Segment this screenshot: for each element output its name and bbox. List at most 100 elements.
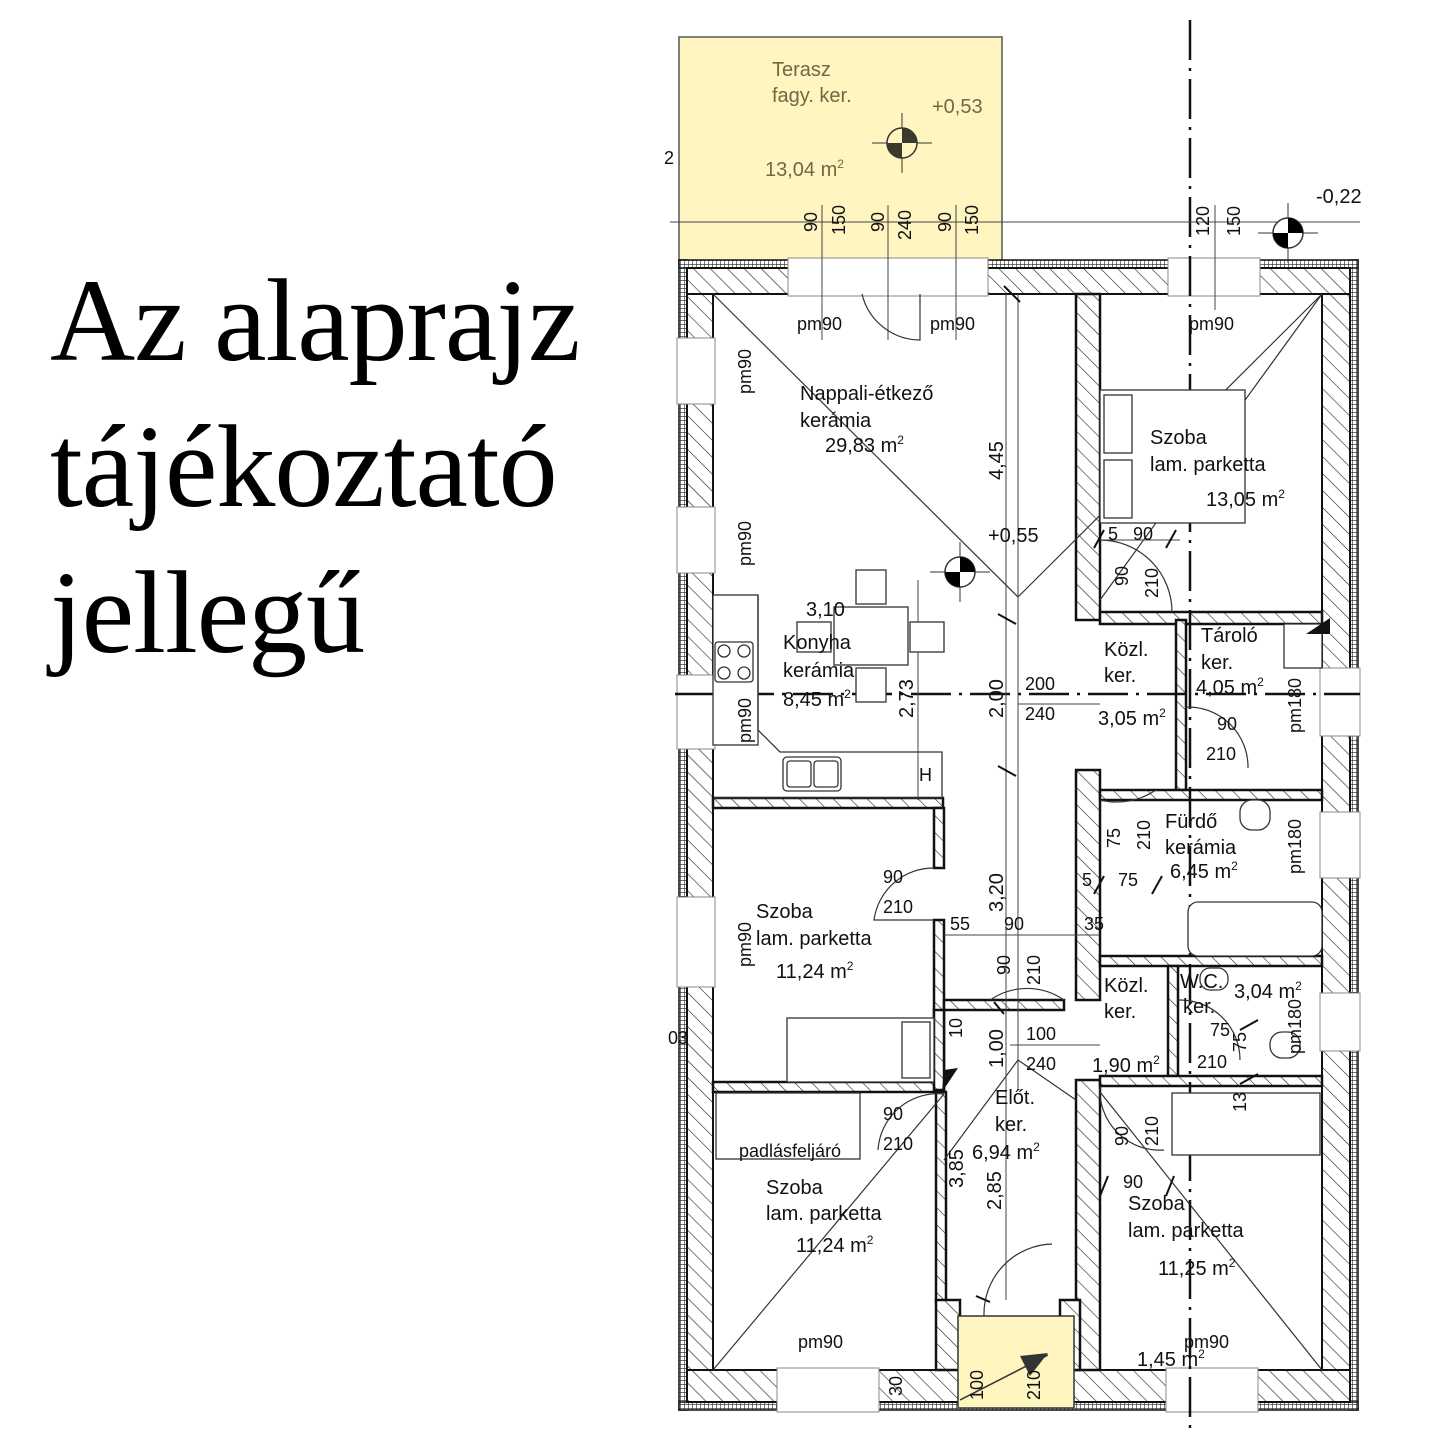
svg-text:150: 150	[962, 205, 982, 235]
svg-text:Tároló: Tároló	[1201, 625, 1258, 647]
svg-text:90: 90	[1112, 566, 1132, 586]
room-nappali: Nappali-étkező kerámia 29,83 m2	[800, 383, 933, 457]
svg-text:lam. parketta: lam. parketta	[1150, 454, 1266, 476]
svg-text:210: 210	[883, 897, 913, 917]
svg-text:90: 90	[994, 955, 1014, 975]
terrace-floor: fagy. ker.	[772, 85, 852, 107]
svg-text:kerámia: kerámia	[800, 410, 872, 432]
wc-bowl	[1269, 1031, 1301, 1059]
level-marker-outside-icon	[1258, 203, 1318, 263]
svg-text:lam. parketta: lam. parketta	[766, 1203, 882, 1225]
svg-text:150: 150	[1224, 206, 1244, 236]
room-elot: Előt. ker. 6,94 m2	[972, 1087, 1040, 1164]
svg-text:pm90: pm90	[1189, 314, 1234, 334]
kitchen-counter	[713, 595, 943, 799]
svg-text:kerámia: kerámia	[783, 660, 855, 682]
room-kozl-1: Közl. ker. 3,05 m2	[1098, 639, 1166, 730]
entrance-arrow-icon	[1020, 1353, 1048, 1376]
inner-walls	[711, 292, 1324, 1372]
bed-se	[1171, 1092, 1321, 1156]
svg-text:150: 150	[829, 205, 849, 235]
title-line-2: tájékoztató	[50, 401, 558, 532]
terrace-area-label: 13,04 m2	[765, 157, 844, 181]
svg-text:11,24 m2: 11,24 m2	[796, 1233, 874, 1257]
svg-text:pm180: pm180	[1285, 999, 1305, 1054]
svg-text:240: 240	[1025, 704, 1055, 724]
svg-text:13,05 m2: 13,05 m2	[1206, 487, 1285, 511]
door-arrow-icon	[942, 1068, 958, 1092]
svg-text:4,45: 4,45	[986, 441, 1008, 480]
svg-text:pm90: pm90	[735, 698, 755, 743]
svg-text:Nappali-étkező: Nappali-étkező	[800, 383, 933, 405]
svg-text:2,73: 2,73	[896, 679, 918, 718]
svg-text:90: 90	[1123, 1172, 1143, 1192]
svg-text:pm90: pm90	[797, 314, 842, 334]
svg-text:55: 55	[950, 914, 970, 934]
terrace-name: Terasz	[772, 59, 831, 81]
svg-text:pm90: pm90	[1184, 1332, 1229, 1352]
svg-text:3,10: 3,10	[806, 599, 845, 621]
level-marker-inside-icon	[930, 542, 990, 602]
terrace-area	[678, 36, 1003, 264]
svg-text:pm180: pm180	[1285, 819, 1305, 874]
svg-text:90: 90	[883, 1104, 903, 1124]
svg-text:90: 90	[935, 212, 955, 232]
dimension-ticks	[975, 285, 1259, 1303]
svg-text:240: 240	[895, 210, 915, 240]
svg-text:90: 90	[868, 212, 888, 232]
svg-text:4,05 m2: 4,05 m2	[1196, 675, 1264, 699]
svg-text:6,94 m2: 6,94 m2	[972, 1140, 1040, 1164]
svg-text:5: 5	[1108, 524, 1118, 544]
svg-text:11,24 m2: 11,24 m2	[776, 959, 854, 983]
room-wc: W.C. ker. 3,04 m2	[1180, 971, 1302, 1018]
svg-text:75: 75	[1210, 1020, 1230, 1040]
svg-text:90: 90	[801, 212, 821, 232]
svg-text:11,25 m2: 11,25 m2	[1158, 1256, 1236, 1280]
washbasin-bath	[1239, 799, 1271, 831]
dimension-lines	[670, 205, 1360, 1300]
title-line-3: jellegű	[50, 547, 365, 678]
svg-text:240: 240	[1026, 1054, 1056, 1074]
room-furdo: Fürdő kerámia 6,45 m2	[1165, 811, 1238, 883]
svg-text:3,04 m2: 3,04 m2	[1234, 979, 1302, 1003]
page-title: Az alaprajz tájékoztató jellegű	[50, 248, 580, 686]
svg-text:1,00: 1,00	[986, 1029, 1008, 1068]
svg-text:2: 2	[664, 148, 674, 168]
dimension-labels: 4,45 3,10 2,73 2,00 200 240 90 5 90 210 …	[664, 148, 1250, 1400]
attic-hatch-label: padlásfeljáró	[739, 1141, 841, 1161]
bathtub	[1187, 901, 1323, 957]
svg-text:1,45 m2: 1,45 m2	[1137, 1347, 1205, 1371]
svg-text:75: 75	[1104, 828, 1124, 848]
svg-text:210: 210	[1206, 744, 1236, 764]
svg-text:6,45 m2: 6,45 m2	[1170, 859, 1238, 883]
svg-text:Szoba: Szoba	[1128, 1193, 1186, 1215]
svg-text:210: 210	[1197, 1052, 1227, 1072]
svg-text:Szoba: Szoba	[766, 1177, 824, 1199]
room-kozl-2: Közl. ker. 1,90 m2	[1092, 975, 1160, 1077]
level-outside: -0,22	[1316, 186, 1362, 208]
svg-text:90: 90	[883, 867, 903, 887]
svg-text:lam. parketta: lam. parketta	[756, 928, 872, 950]
svg-text:210: 210	[1142, 1116, 1162, 1146]
svg-text:210: 210	[883, 1134, 913, 1154]
svg-text:90: 90	[1217, 714, 1237, 734]
svg-text:Előt.: Előt.	[995, 1087, 1035, 1109]
svg-text:pm90: pm90	[735, 349, 755, 394]
svg-text:90: 90	[1004, 914, 1024, 934]
dining-table	[833, 606, 909, 666]
axis-lines	[675, 20, 1360, 1430]
svg-text:210: 210	[1142, 568, 1162, 598]
svg-text:13: 13	[1230, 1092, 1250, 1112]
svg-text:29,83 m2: 29,83 m2	[825, 433, 904, 457]
room-szoba-sw: Szoba lam. parketta 11,24 m2	[766, 1177, 882, 1257]
svg-text:pm90: pm90	[930, 314, 975, 334]
door-arrow-icon	[1306, 618, 1330, 634]
attic-hatch	[715, 1092, 861, 1160]
svg-text:lam. parketta: lam. parketta	[1128, 1220, 1244, 1242]
svg-text:pm90: pm90	[798, 1332, 843, 1352]
room-szoba-ne: Szoba lam. parketta 13,05 m2	[1150, 427, 1285, 511]
svg-text:ker.: ker.	[995, 1114, 1027, 1136]
svg-text:75: 75	[1230, 1032, 1250, 1052]
svg-text:Közl.: Közl.	[1104, 975, 1148, 997]
svg-text:90: 90	[1133, 524, 1153, 544]
